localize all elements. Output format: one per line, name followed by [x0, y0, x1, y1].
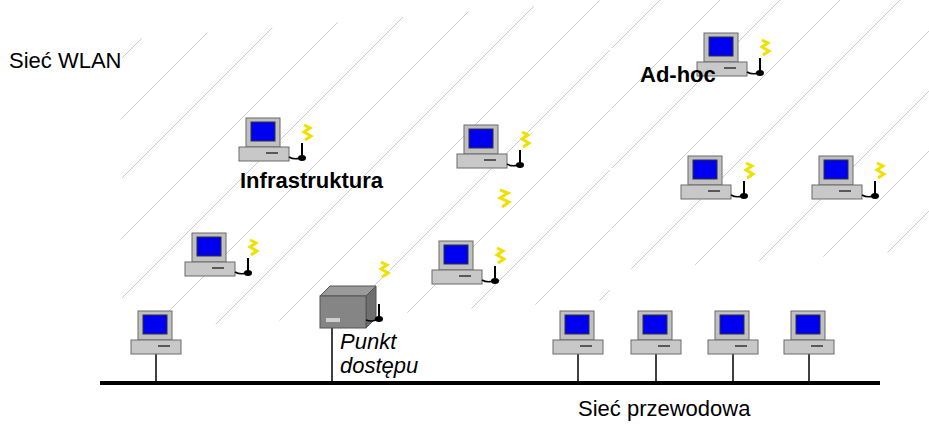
network-label: Sieć WLAN — [9, 48, 121, 74]
region-shape — [122, 0, 610, 447]
infrastructure-region: InfrastrukturaPunkt dostępu — [122, 0, 610, 447]
region-title: Ad-hoc — [640, 62, 716, 88]
access-point-label: Punkt dostępu — [340, 330, 445, 378]
network-label: Sieć przewodowa — [578, 396, 750, 422]
access-point: Punkt dostępu — [340, 330, 447, 380]
region-title: Infrastruktura — [240, 168, 383, 194]
adhoc-region: Ad-hoc — [612, 0, 929, 447]
